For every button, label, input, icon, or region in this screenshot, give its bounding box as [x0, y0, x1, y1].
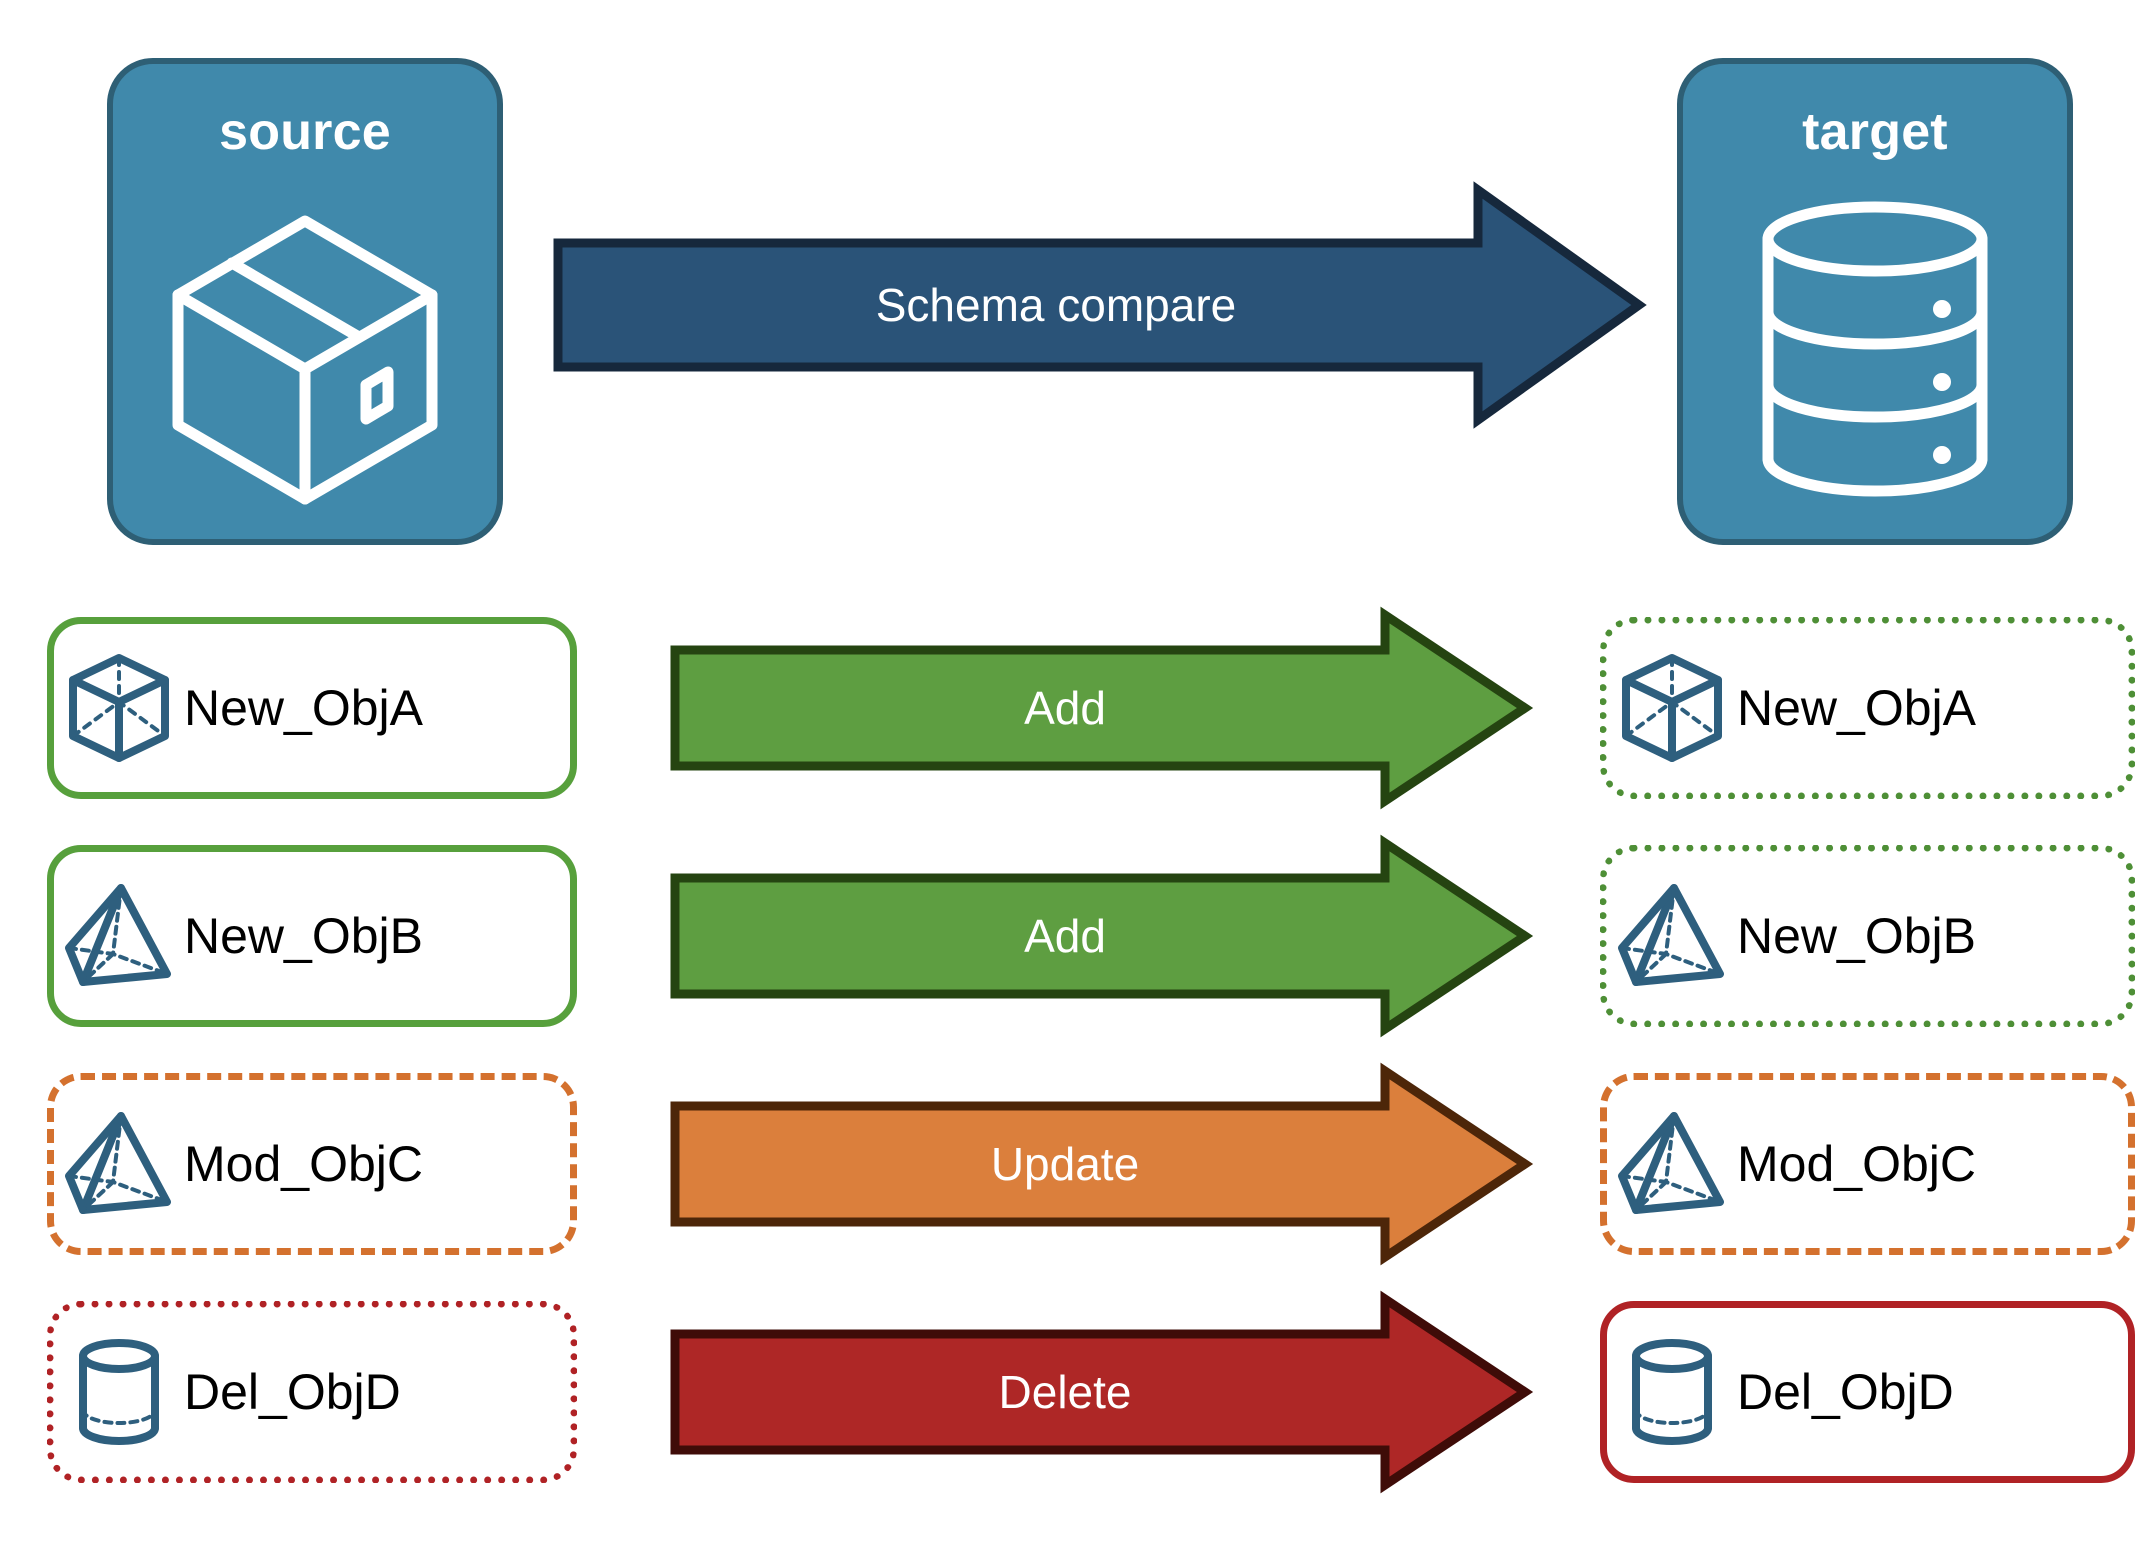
- action-arrow-update[interactable]: Update: [670, 1062, 1534, 1266]
- endpoint-card-target[interactable]: target: [1677, 58, 2073, 545]
- target-object-name-3: Mod_ObjC: [1737, 1136, 1976, 1192]
- wireframe-cube-icon: [54, 652, 184, 764]
- action-arrow-add-1[interactable]: Add: [670, 606, 1534, 810]
- source-object-card-2[interactable]: New_ObjB: [47, 845, 577, 1027]
- source-object-card-3[interactable]: Mod_ObjC: [47, 1073, 577, 1255]
- source-object-card-1[interactable]: New_ObjA: [47, 617, 577, 799]
- wireframe-cube-icon: [1607, 652, 1737, 764]
- target-object-card-1[interactable]: New_ObjA: [1600, 617, 2135, 799]
- endpoint-label-source: source: [219, 103, 391, 161]
- endpoint-card-source[interactable]: source: [107, 58, 503, 545]
- action-arrow-add-2[interactable]: Add: [670, 834, 1534, 1038]
- wireframe-pyramid-icon: [1607, 880, 1737, 992]
- target-object-name-1: New_ObjA: [1737, 680, 1976, 736]
- wireframe-pyramid-icon: [1607, 1108, 1737, 1220]
- database-cylinder-icon: [1683, 158, 2067, 539]
- target-object-name-2: New_ObjB: [1737, 908, 1976, 964]
- source-object-card-4[interactable]: Del_ObjD: [47, 1301, 577, 1483]
- schema-compare-arrow[interactable]: Schema compare: [553, 181, 1647, 429]
- source-object-name-1: New_ObjA: [184, 680, 423, 736]
- target-object-card-2[interactable]: New_ObjB: [1600, 845, 2135, 1027]
- source-object-name-3: Mod_ObjC: [184, 1136, 423, 1192]
- target-object-card-4[interactable]: Del_ObjD: [1600, 1301, 2135, 1483]
- action-arrow-delete[interactable]: Delete: [670, 1290, 1534, 1494]
- package-box-icon: [113, 158, 497, 539]
- wireframe-pyramid-icon: [54, 1108, 184, 1220]
- source-object-name-2: New_ObjB: [184, 908, 423, 964]
- source-object-name-4: Del_ObjD: [184, 1364, 401, 1420]
- target-object-name-4: Del_ObjD: [1737, 1364, 1954, 1420]
- wireframe-cylinder-icon: [1607, 1336, 1737, 1448]
- target-object-card-3[interactable]: Mod_ObjC: [1600, 1073, 2135, 1255]
- endpoint-label-target: target: [1802, 103, 1948, 161]
- wireframe-cylinder-icon: [54, 1336, 184, 1448]
- wireframe-pyramid-icon: [54, 880, 184, 992]
